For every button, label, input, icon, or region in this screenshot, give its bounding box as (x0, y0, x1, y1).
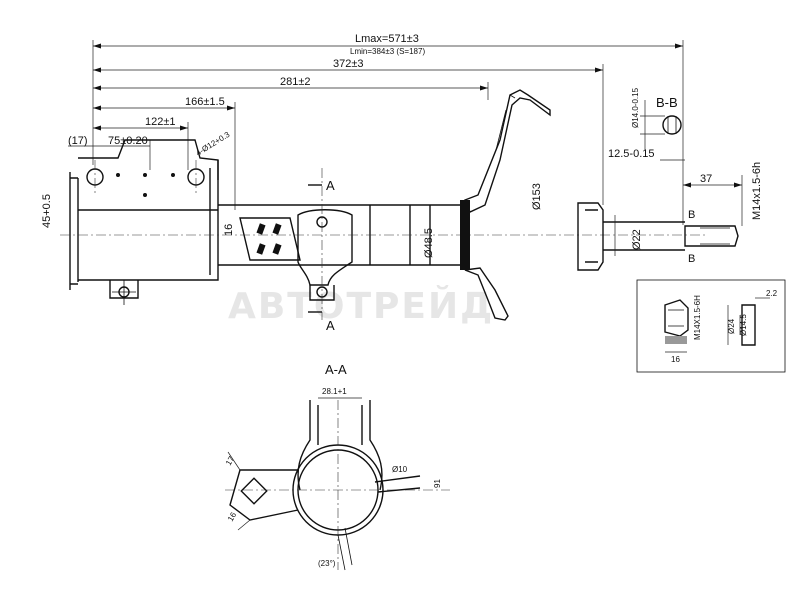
d166-label: 166±1.5 (185, 96, 225, 108)
d37-label: 37 (700, 173, 712, 185)
lmax-label: Lmax=571±3 (355, 33, 419, 45)
lower-bracket (69, 139, 219, 305)
piston-rod (577, 202, 739, 271)
d22-label: Ø22 (631, 229, 643, 250)
d281-label: 281±2 (280, 76, 311, 88)
d45-label: 45+0.5 (41, 194, 53, 228)
watermark: АВТОТРЕЙД (228, 285, 494, 327)
aa-d91-label: 91 (433, 479, 442, 488)
b1-label: B (688, 209, 695, 221)
d48-label: Ø48.5 (423, 228, 435, 258)
section-aa-title: A-A (325, 362, 347, 377)
lmin-label: Lmin=384±3 (S=187) (350, 47, 425, 56)
section-a-markers (308, 184, 322, 313)
dimension-lines (68, 40, 684, 225)
d145-label: Ø14.5 (739, 314, 748, 336)
bb-label: B-B (656, 95, 678, 110)
strut-tube (60, 168, 705, 320)
thread-label: M14x1.5-6h (751, 162, 763, 220)
d16-label: 16 (223, 224, 235, 236)
d16-detail-label: 16 (671, 355, 680, 364)
spring-seat (460, 89, 551, 321)
nut-thread-label: M14X1.5-6H (693, 295, 702, 340)
aa-d17-label: 17 (224, 454, 237, 467)
section-a-bottom-label: A (326, 318, 335, 333)
aa-d10-label: Ø10 (392, 465, 408, 474)
b2-label: B (688, 253, 695, 265)
section-aa-view (225, 397, 450, 571)
holes-label: 4-Ø12+0.3 (194, 130, 231, 158)
aa-d16-label: 16 (226, 510, 239, 523)
d75-label: 75±0.20 (108, 135, 148, 147)
bb-section (640, 100, 685, 161)
nut-detail (636, 279, 786, 373)
d122-label: 122±1 (145, 116, 176, 128)
d153-label: Ø153 (531, 183, 543, 210)
d14-label: Ø14.0-0.15 (631, 87, 640, 128)
aa-angle-label: (23°) (318, 559, 336, 568)
d24-label: Ø24 (727, 318, 736, 334)
d17-label: (17) (68, 135, 88, 147)
d12-label: 12.5-0.15 (608, 148, 654, 160)
section-a-top-label: A (326, 178, 335, 193)
d22-detail-label: 2.2 (766, 289, 778, 298)
d372-label: 372±3 (333, 58, 364, 70)
aa-d28-label: 28.1+1 (322, 387, 347, 396)
